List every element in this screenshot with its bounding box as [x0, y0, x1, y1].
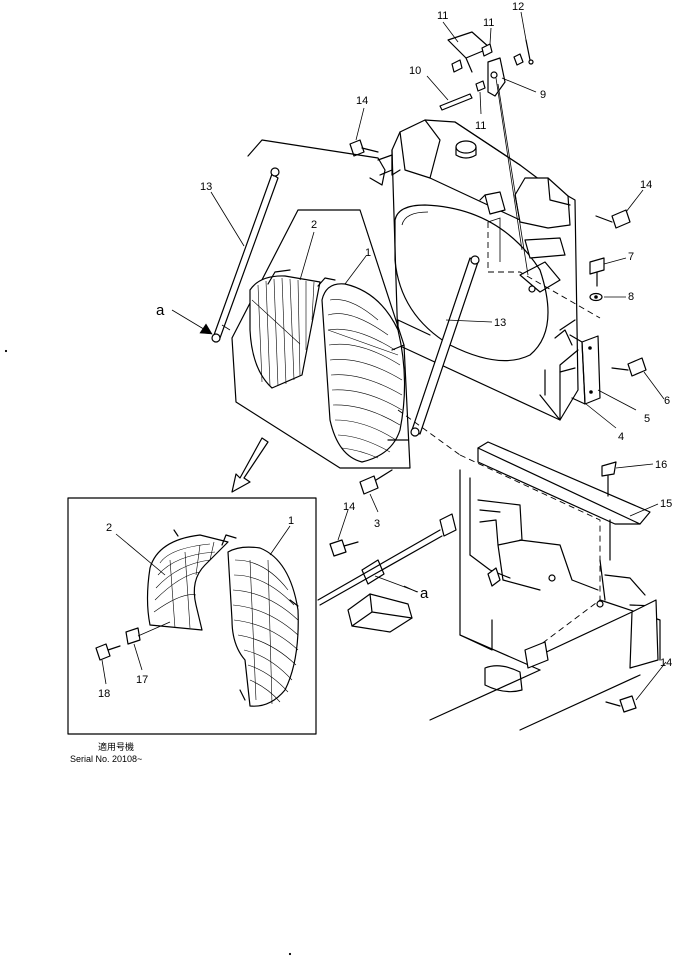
callout-11-right: 11: [483, 17, 494, 29]
callout-13-right: 13: [494, 317, 506, 329]
callout-18: 18: [98, 688, 110, 700]
mount-bracket-a: [317, 513, 457, 633]
callout-14-lower: 14: [660, 657, 672, 669]
top-hardware: [439, 31, 534, 276]
callout-11-left: 11: [437, 10, 448, 22]
radiator-bolts: [349, 139, 647, 377]
callout-1-inset: 1: [288, 515, 294, 527]
serial-note-jp: 適用号機: [98, 741, 134, 752]
assembly-line-lower: [459, 454, 601, 646]
bolt-3: [359, 469, 393, 495]
bracket-plate: [487, 217, 501, 262]
detail-arrow: [231, 437, 269, 493]
callout-5: 5: [644, 413, 650, 425]
callout-6: 6: [664, 395, 670, 407]
callout-14-mid: 14: [343, 501, 355, 513]
callout-labels: 11 11 12 10 9 11 14 14 7 8 6 5 4 13 13 2…: [98, 1, 672, 700]
callout-9: 9: [540, 89, 546, 101]
callout-a-right: a: [420, 585, 429, 602]
callout-12: 12: [512, 1, 524, 13]
frame-structure: [429, 441, 661, 731]
callout-a-left: a: [156, 302, 165, 319]
callout-15: 15: [660, 498, 672, 510]
top-bracket-outline: [247, 139, 386, 186]
callout-10: 10: [409, 65, 421, 77]
stay-13-left: [211, 167, 280, 343]
callout-2-main: 2: [311, 219, 317, 231]
fan-guard-main: [231, 209, 411, 469]
callout-14-right: 14: [640, 179, 652, 191]
bolt-14-lower: [605, 695, 637, 713]
callout-2-inset: 2: [106, 522, 112, 534]
bolt-16: [601, 461, 617, 497]
serial-note: Serial No. 20108~: [70, 754, 142, 764]
leader-lines: [101, 11, 667, 701]
bolt-14-mid: [329, 539, 359, 557]
callout-7: 7: [628, 251, 634, 263]
detail-inset: [67, 497, 317, 735]
part-4-5-plates: [569, 334, 637, 429]
callout-11-lower: 11: [475, 120, 486, 132]
assembly-line-mid: [397, 409, 461, 456]
callout-4: 4: [618, 431, 624, 443]
speck: [288, 952, 292, 956]
callout-1-main: 1: [365, 247, 371, 259]
stay-13-right: [410, 255, 480, 437]
assembly-line-upper: [487, 222, 601, 319]
callout-13-left: 13: [200, 181, 212, 193]
callout-3: 3: [374, 518, 380, 530]
callout-16: 16: [655, 459, 667, 471]
callout-14-top: 14: [356, 95, 368, 107]
callout-17: 17: [136, 674, 148, 686]
speck: [4, 349, 8, 353]
callout-8: 8: [628, 291, 634, 303]
radiator-assembly: [377, 119, 579, 421]
